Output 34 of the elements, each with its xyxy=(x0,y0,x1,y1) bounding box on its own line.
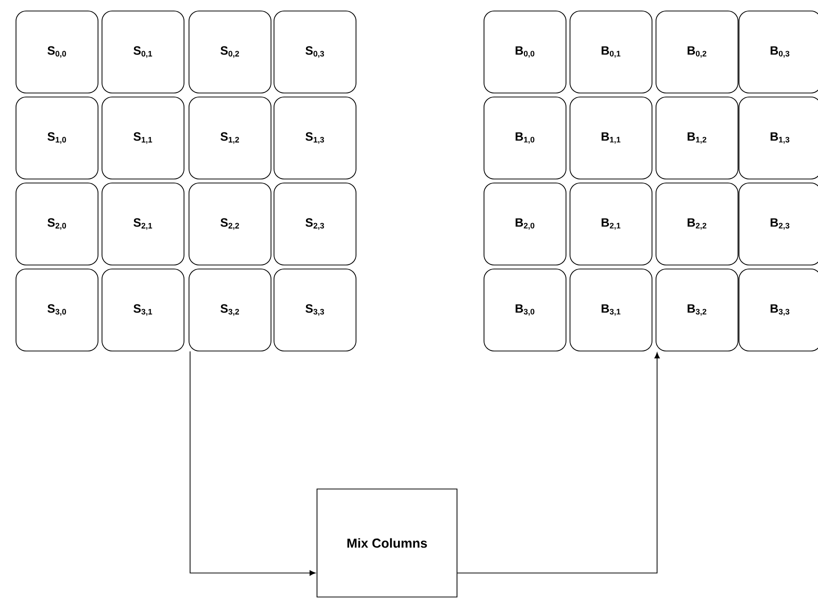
state-cell: S$_{1,3}$ xyxy=(274,96,356,180)
state-cell: S$_{0,3}$ xyxy=(274,10,356,94)
arrow xyxy=(457,352,660,574)
state-cell: S$_{1,2}$ xyxy=(188,96,272,180)
state-cell: S$_{1,0}$ xyxy=(16,96,98,180)
state-cell: S$_{3,0}$ xyxy=(16,268,98,352)
state-cell: B$_{1,0}$ xyxy=(484,96,566,180)
state-cell: S$_{2,0}$ xyxy=(16,182,98,266)
process-box: Mix Columns xyxy=(316,488,458,598)
state-cell: S$_{0,1}$ xyxy=(102,10,184,94)
state-cell: S$_{3,3}$ xyxy=(274,268,356,352)
state-cell: S$_{3,1}$ xyxy=(102,268,184,352)
state-cell: B$_{0,1}$ xyxy=(570,10,652,94)
state-cell: B$_{2,3}$ xyxy=(738,182,818,266)
state-cell: B$_{3,1}$ xyxy=(570,268,652,352)
state-cell: B$_{1,1}$ xyxy=(570,96,652,180)
state-cell: S$_{2,3}$ xyxy=(274,182,356,266)
state-cell: S$_{0,0}$ xyxy=(16,10,98,94)
state-cell: B$_{2,0}$ xyxy=(484,182,566,266)
state-cell: B$_{1,2}$ xyxy=(656,96,738,180)
state-cell: B$_{1,3}$ xyxy=(738,96,818,180)
state-cell: B$_{3,2}$ xyxy=(656,268,738,352)
state-cell: S$_{3,2}$ xyxy=(188,268,272,352)
state-cell: B$_{0,0}$ xyxy=(484,10,566,94)
state-cell: B$_{3,0}$ xyxy=(484,268,566,352)
state-cell: B$_{3,3}$ xyxy=(738,268,818,352)
state-cell: S$_{2,2}$ xyxy=(188,182,272,266)
state-cell: B$_{0,2}$ xyxy=(656,10,738,94)
state-cell: S$_{0,2}$ xyxy=(188,10,272,94)
state-cell: B$_{0,3}$ xyxy=(738,10,818,94)
state-cell: B$_{2,1}$ xyxy=(570,182,652,266)
state-cell: S$_{1,1}$ xyxy=(102,96,184,180)
state-cell: S$_{2,1}$ xyxy=(102,182,184,266)
state-cell: B$_{2,2}$ xyxy=(656,182,738,266)
